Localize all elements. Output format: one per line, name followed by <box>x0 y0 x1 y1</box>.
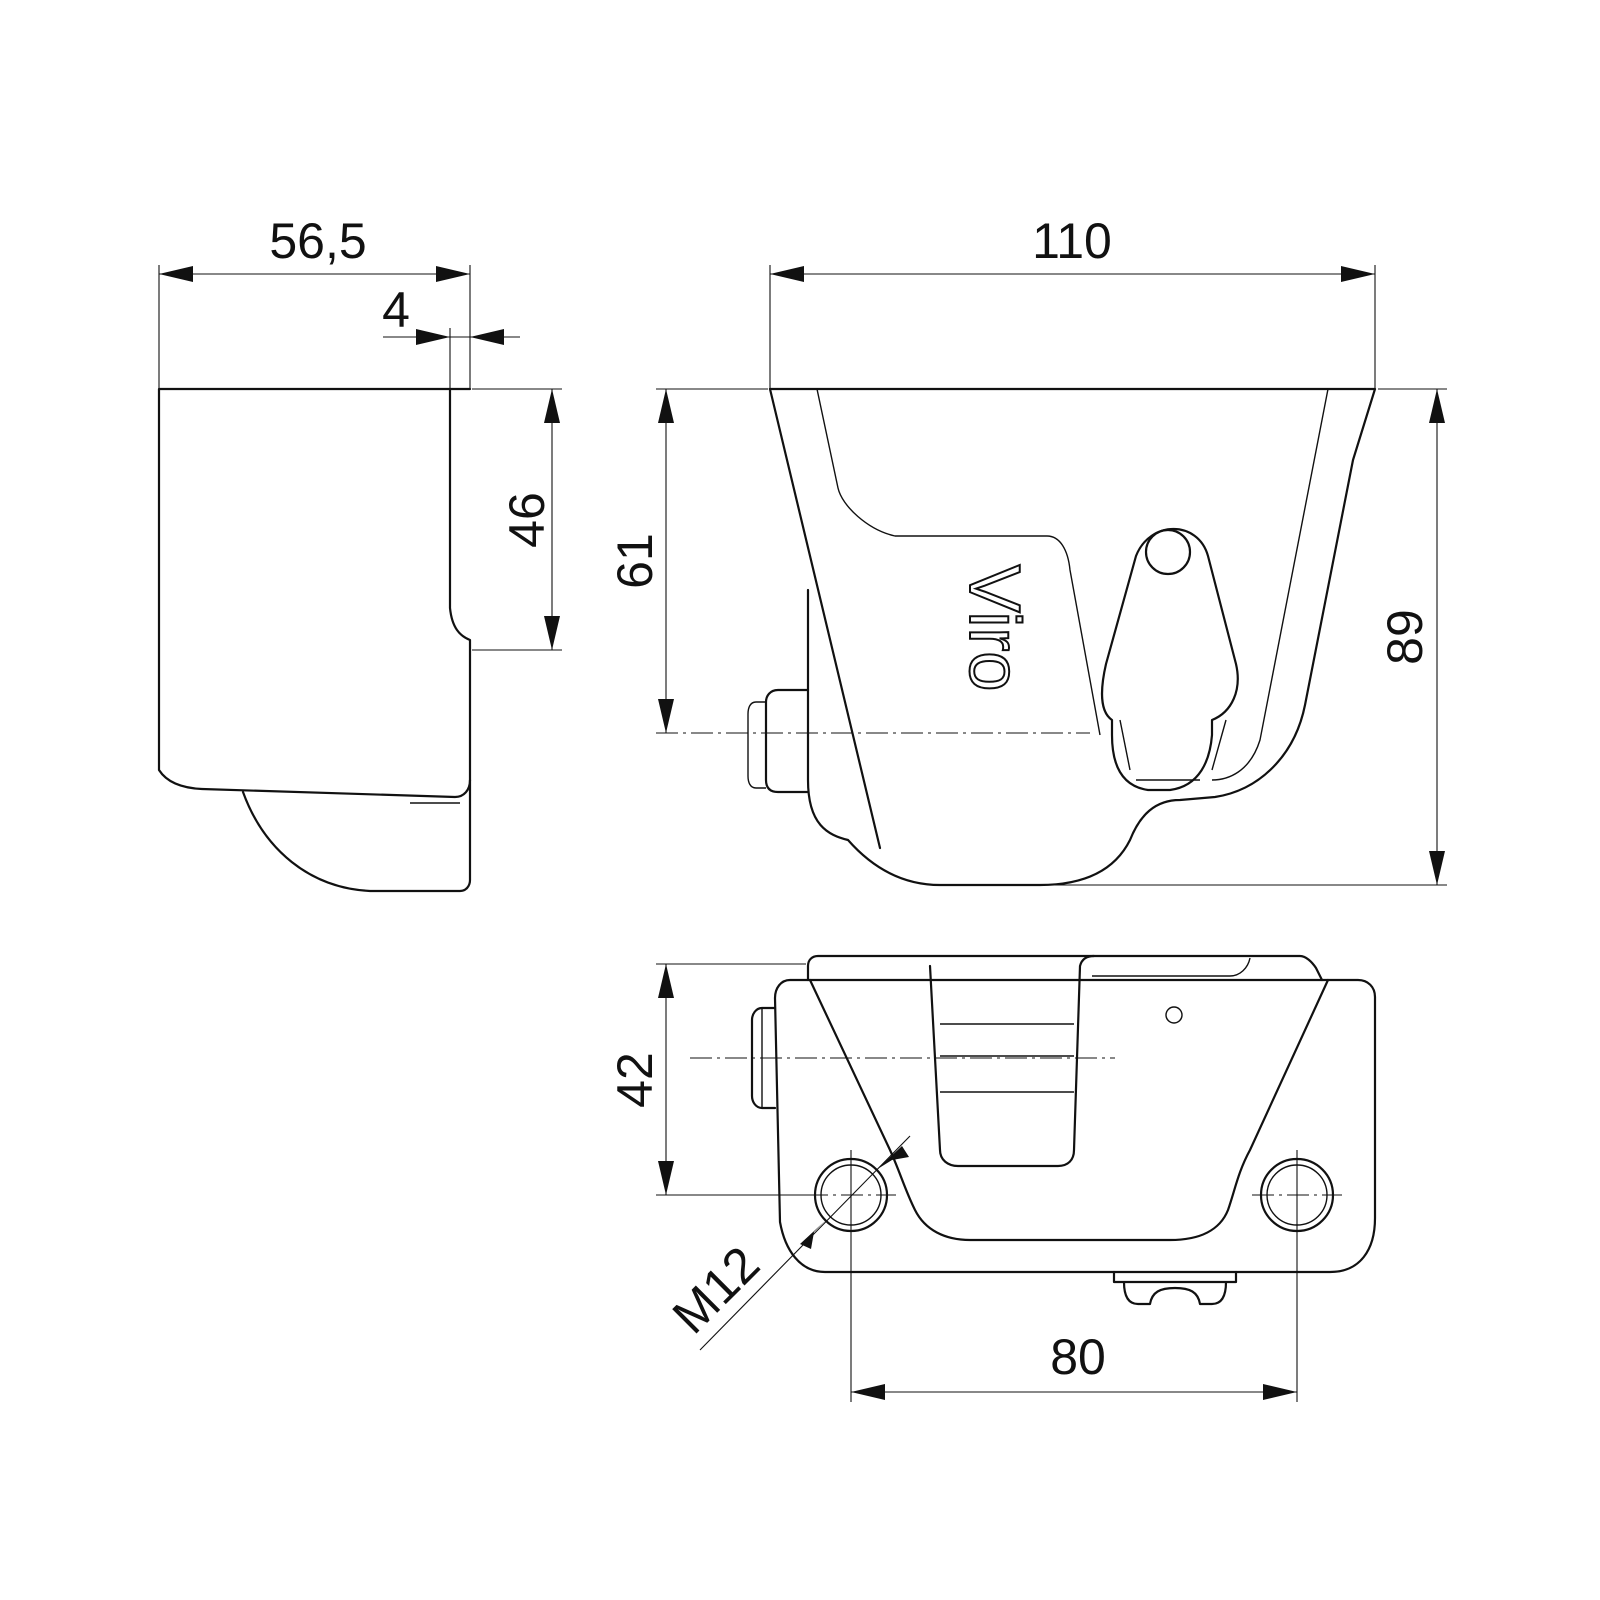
side-view <box>157 387 472 893</box>
front-view-inner-frame <box>816 388 1101 736</box>
front-view-knob <box>764 688 810 794</box>
front-view-body <box>768 387 1377 887</box>
dim-text-m12: M12 <box>662 1236 770 1344</box>
front-view-left-edge <box>768 387 882 850</box>
side-view-dimensions: 56,5 4 46 <box>158 213 562 651</box>
dim-text-110: 110 <box>1032 213 1112 269</box>
bottom-view-channel <box>928 954 1096 1168</box>
dim-text-42: 42 <box>607 1052 663 1108</box>
bottom-view <box>750 954 1377 1306</box>
bottom-view-body <box>773 978 1377 1274</box>
bottom-view-top-rail <box>806 954 1324 982</box>
bottom-view-dimensions: 42 80 M12 <box>607 963 1342 1402</box>
front-view-clamp <box>1100 527 1239 792</box>
dim-text-80: 80 <box>1050 1329 1106 1385</box>
front-view-dimensions: 110 61 89 <box>607 213 1447 886</box>
dim-text-46: 46 <box>499 492 555 548</box>
front-view-inner-right <box>1211 388 1329 781</box>
dim-text-89: 89 <box>1377 609 1433 665</box>
front-view-clamp-jaw <box>1119 719 1227 781</box>
front-view: Viro <box>747 387 1377 887</box>
bottom-view-left-rib <box>808 978 1330 1242</box>
bottom-view-top-step <box>808 957 1251 981</box>
bottom-view-channel-steps <box>940 1023 1074 1093</box>
brand-logo: Viro <box>954 565 1034 692</box>
bottom-view-small-hole <box>1165 1006 1183 1024</box>
side-view-foot <box>241 778 472 893</box>
dim-text-4: 4 <box>382 282 410 338</box>
dim-text-61: 61 <box>607 533 663 589</box>
side-view-body <box>157 387 472 799</box>
bottom-view-clip <box>1112 1270 1238 1306</box>
front-view-clamp-hole <box>1144 528 1192 576</box>
front-view-knob-ring <box>747 701 766 789</box>
dim-text-56-5: 56,5 <box>269 213 366 269</box>
